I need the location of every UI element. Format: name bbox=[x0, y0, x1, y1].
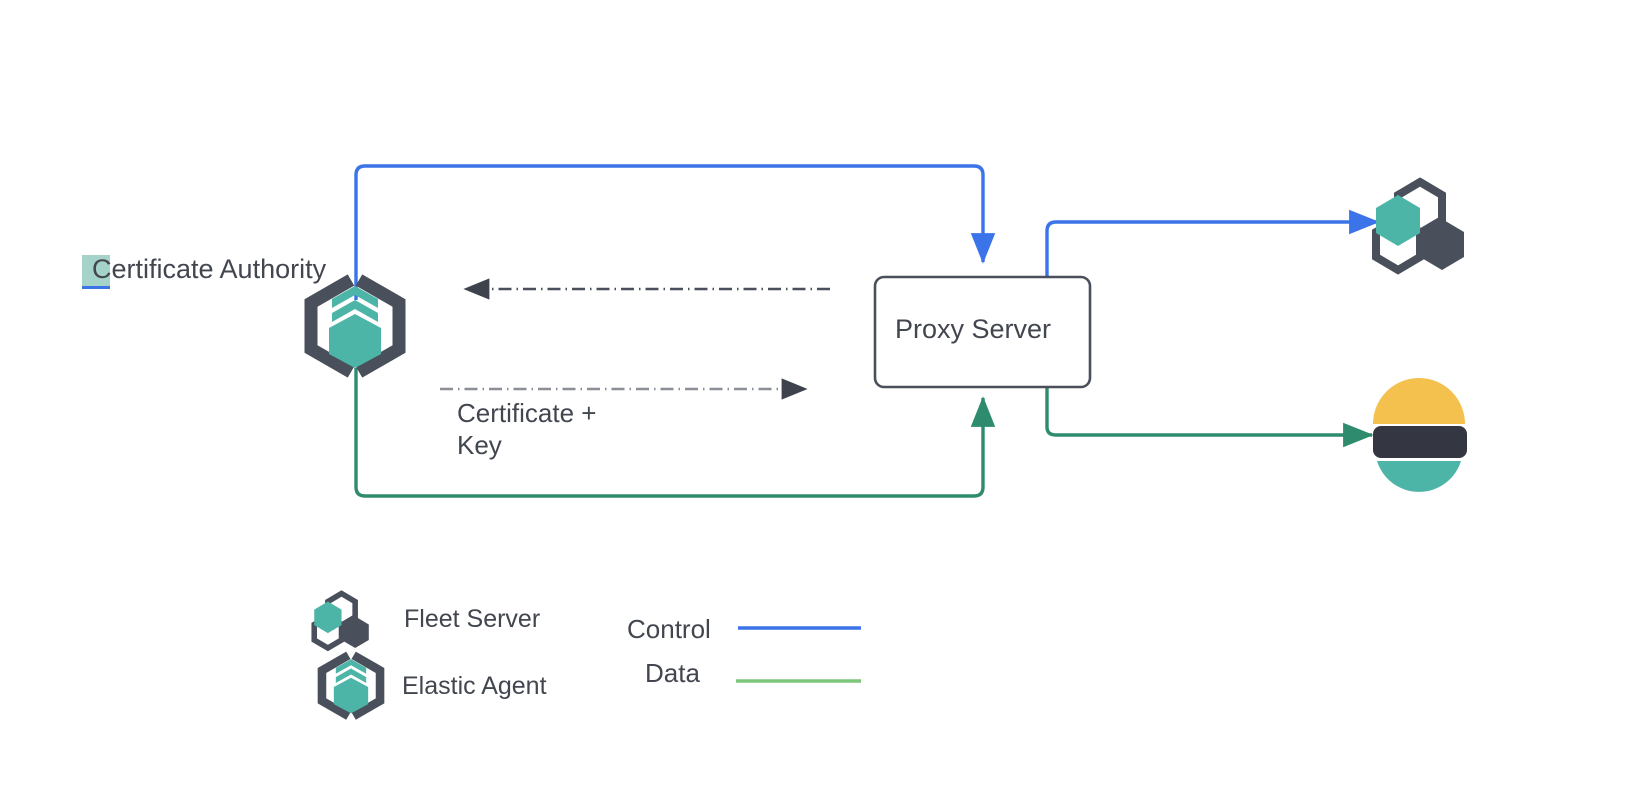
certificate-authority-label: Certificate Authority bbox=[92, 254, 327, 284]
legend-control-label: Control bbox=[627, 614, 711, 644]
elastic-agent-icon bbox=[304, 274, 406, 378]
legend-elastic-agent-label: Elastic Agent bbox=[402, 672, 547, 700]
fleet-server-icon bbox=[1372, 177, 1464, 275]
elasticsearch-icon bbox=[1373, 378, 1467, 492]
certificate-authority-text-highlight bbox=[82, 255, 110, 286]
legend-data-label: Data bbox=[645, 658, 700, 688]
certificate-key-line-1: Certificate + bbox=[457, 398, 597, 428]
edge-control-ca-to-proxy bbox=[354, 164, 996, 300]
edge-control-proxy-to-fleet bbox=[1045, 209, 1380, 278]
edge-data-ca-to-proxy bbox=[354, 368, 996, 498]
legend-elastic-agent-icon bbox=[317, 651, 385, 720]
certificate-authority-text-underline bbox=[82, 286, 110, 289]
edge-data-proxy-to-elasticsearch bbox=[1045, 383, 1374, 448]
proxy-server-label: Proxy Server bbox=[895, 314, 1052, 344]
legend-fleet-server-label: Fleet Server bbox=[404, 605, 541, 633]
certificate-key-edge-label: Certificate +Key bbox=[457, 398, 596, 461]
node-proxy-server[interactable] bbox=[873, 275, 1092, 389]
legend-fleet-server-icon bbox=[311, 590, 369, 652]
certificate-key-line-2: Key bbox=[457, 429, 502, 460]
